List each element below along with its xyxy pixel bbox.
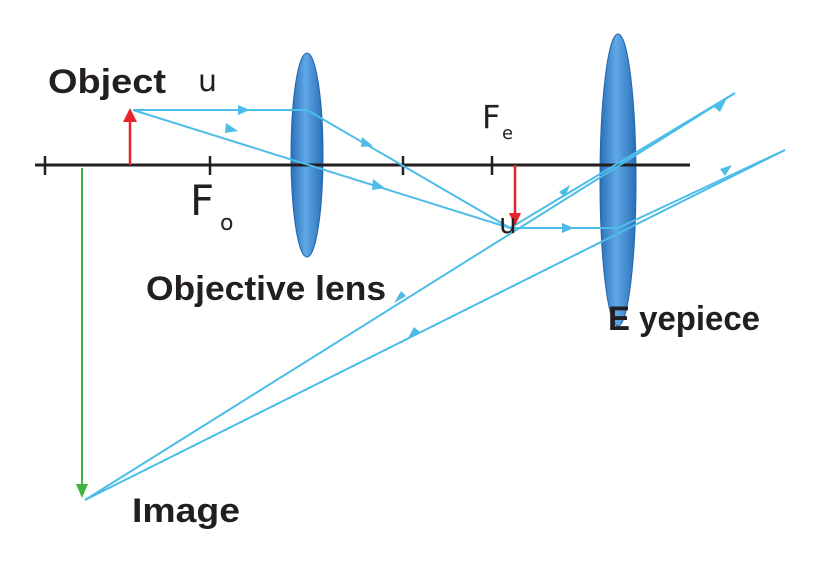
ray-image-to-eyepiece	[510, 149, 786, 229]
eyepiece-focal-subscript: e	[502, 123, 513, 144]
light-rays	[84, 92, 786, 501]
ray-arrowhead	[720, 165, 732, 176]
objective-lens	[290, 52, 324, 258]
object-label: Object	[48, 63, 166, 101]
ray-arrowhead	[562, 223, 574, 233]
image-distance-label: u	[499, 207, 517, 240]
ray-virtual-extension	[84, 149, 786, 501]
objective-focal-subscript: o	[220, 211, 233, 236]
ray-arrowhead	[394, 291, 406, 303]
ray-arrowhead	[714, 100, 726, 112]
objective-focal-label: F	[190, 176, 214, 225]
objective-lens-label: Objective lens	[146, 270, 386, 308]
eyepiece-lens	[599, 33, 637, 327]
ray-arrowhead	[238, 105, 250, 115]
eyepiece-focal-label: F	[482, 98, 500, 136]
object-arrow	[123, 108, 137, 165]
ray-arrowhead	[361, 137, 373, 147]
ray-arrowhead	[559, 185, 570, 197]
final-image-arrow	[76, 168, 88, 498]
intermediate-image-arrow	[509, 165, 521, 226]
image-label: Image	[132, 492, 240, 530]
ray-arrowhead	[225, 123, 238, 133]
ray-arrowhead	[372, 179, 385, 190]
object-distance-label: u	[198, 64, 217, 99]
eyepiece-label: E yepiece	[608, 300, 760, 338]
ray-arrowhead	[408, 327, 420, 338]
ray-through-center	[132, 109, 511, 229]
ray-parallel	[133, 109, 511, 229]
ray-virtual-extension-2	[84, 92, 736, 501]
ray-direction-arrows	[225, 100, 732, 338]
